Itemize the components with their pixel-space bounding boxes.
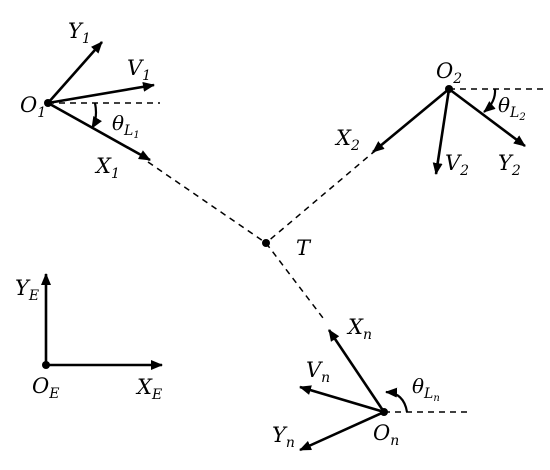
- on-x-axis-arrow: [327, 329, 386, 413]
- o1-origin-dot: [44, 99, 52, 107]
- o1-y-axis-label: Y1: [68, 19, 91, 47]
- on-origin-dot: [380, 408, 388, 416]
- frame-o2: O2 X2 V2 Y2 θL2: [334, 59, 526, 179]
- frame-earth: YE OE XE: [15, 273, 163, 403]
- o2-y-axis-arrow: [448, 87, 526, 148]
- on-angle-label: θLn: [412, 374, 440, 404]
- o2-x-axis-arrow: [372, 87, 450, 154]
- frame-o1: O1 Y1 V1 X1 θL1: [20, 19, 155, 182]
- o2-velocity-label: V2: [445, 151, 469, 179]
- target: T: [262, 236, 312, 260]
- o1-velocity-arrow: [47, 81, 155, 105]
- o1-angle-arc: [91, 102, 102, 129]
- o2-origin-dot: [445, 85, 453, 93]
- o1-y-axis-arrow: [47, 41, 103, 104]
- o2-angle-arc: [483, 88, 497, 113]
- o1-velocity-label: V1: [127, 56, 151, 84]
- target-label: T: [296, 236, 312, 260]
- on-x-axis-label: Xn: [346, 315, 372, 343]
- link-o2-to-target: [265, 149, 377, 244]
- o2-angle-label: θL2: [498, 93, 526, 123]
- on-velocity-label: Vn: [306, 358, 330, 386]
- earth-origin-dot: [42, 361, 50, 369]
- o1-x-axis-label: X1: [94, 154, 120, 182]
- link-target-to-on: [265, 242, 324, 319]
- o2-x-axis-label: X2: [334, 126, 360, 154]
- o2-velocity-arrow: [432, 88, 451, 175]
- target-dot: [262, 239, 270, 247]
- o1-origin-label: O1: [20, 93, 46, 121]
- on-angle-arc: [385, 387, 409, 413]
- earth-y-axis-label: YE: [15, 276, 39, 304]
- o1-x-axis-arrow: [47, 101, 151, 162]
- earth-x-axis-label: XE: [135, 375, 162, 403]
- on-y-axis-label: Yn: [272, 423, 295, 451]
- o2-origin-label: O2: [436, 59, 462, 87]
- link-o1-to-target: [147, 161, 267, 244]
- frame-on: On Xn Vn Yn θLn: [272, 315, 440, 452]
- on-origin-label: On: [373, 421, 399, 449]
- o2-y-axis-label: Y2: [498, 151, 521, 179]
- o1-angle-label: θL1: [112, 111, 140, 141]
- earth-origin-label: OE: [32, 374, 59, 402]
- on-velocity-arrow: [299, 385, 385, 414]
- on-y-axis-arrow: [299, 410, 385, 452]
